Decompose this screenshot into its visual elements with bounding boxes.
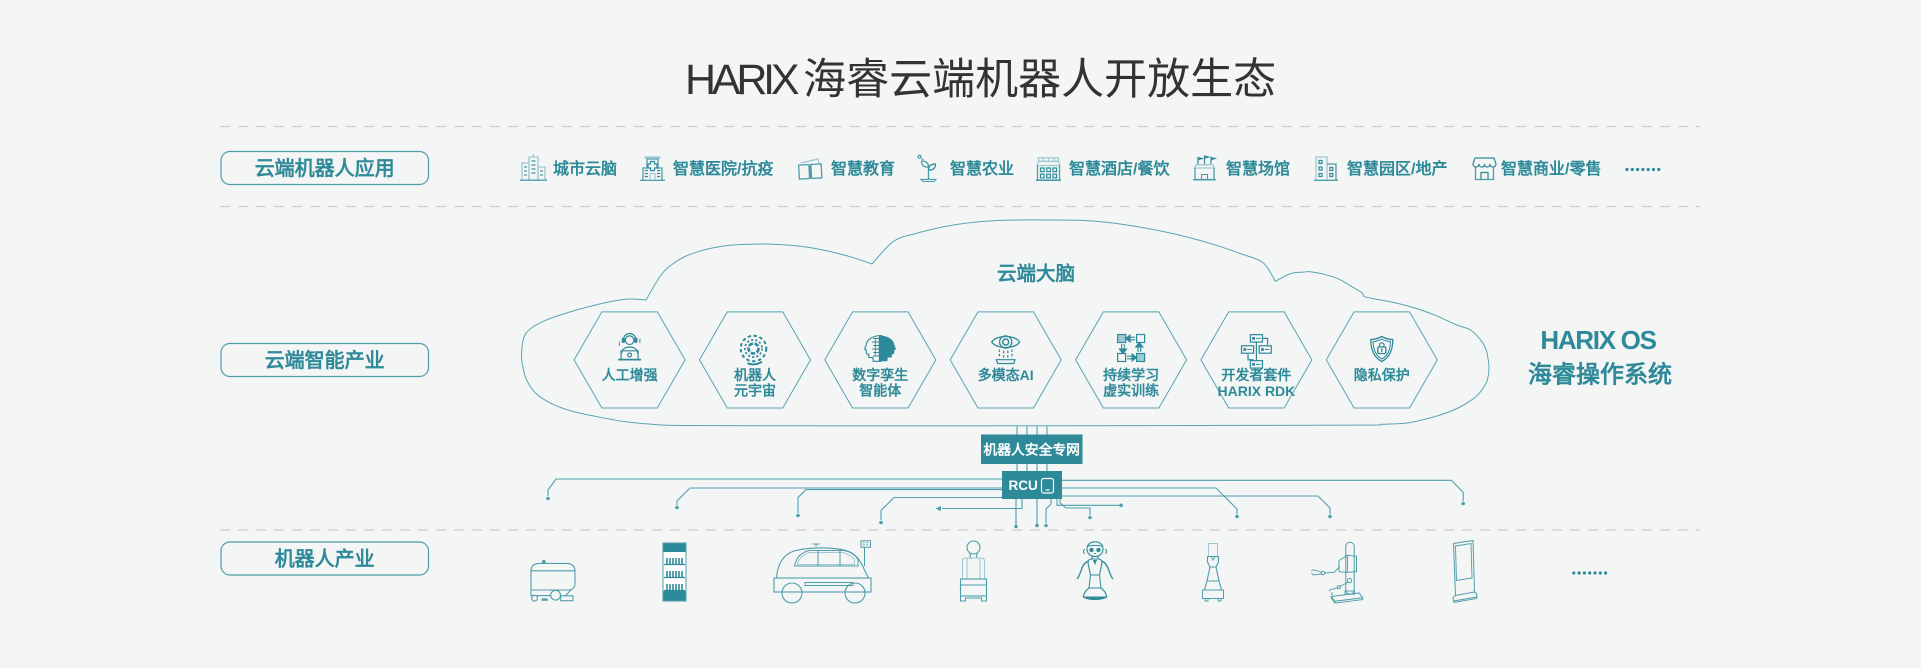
svg-text:持续学习: 持续学习: [1103, 367, 1159, 383]
svg-text:智慧教育: 智慧教育: [831, 159, 895, 178]
svg-text:HARIX OS: HARIX OS: [1540, 325, 1656, 355]
svg-text:云端大脑: 云端大脑: [997, 262, 1075, 285]
svg-text:机器人安全专网: 机器人安全专网: [983, 442, 1080, 458]
svg-text:隐私保护: 隐私保护: [1354, 367, 1410, 383]
svg-text:元宇宙: 元宇宙: [734, 383, 776, 399]
svg-text:机器人产业: 机器人产业: [275, 547, 375, 571]
svg-text:城市云脑: 城市云脑: [553, 159, 617, 178]
svg-text:虚实训练: 虚实训练: [1103, 383, 1159, 399]
svg-text:云端智能产业: 云端智能产业: [265, 348, 385, 372]
svg-text:智慧医院/抗疫: 智慧医院/抗疫: [673, 159, 773, 178]
svg-text:智慧园区/地产: 智慧园区/地产: [1347, 159, 1447, 178]
svg-text:智慧场馆: 智慧场馆: [1226, 159, 1290, 178]
svg-text:人工增强: 人工增强: [602, 367, 658, 383]
svg-text:智慧农业: 智慧农业: [950, 159, 1014, 178]
svg-text:机器人: 机器人: [734, 367, 777, 383]
svg-text:RCU: RCU: [1009, 478, 1038, 493]
svg-text:开发者套件: 开发者套件: [1221, 367, 1291, 383]
svg-text:智慧酒店/餐饮: 智慧酒店/餐饮: [1069, 159, 1170, 178]
svg-text:多模态AI: 多模态AI: [978, 367, 1034, 383]
svg-text:云端机器人应用: 云端机器人应用: [255, 156, 395, 180]
svg-text:数字孪生: 数字孪生: [852, 367, 908, 383]
svg-text:HARIX RDK: HARIX RDK: [1218, 383, 1296, 399]
svg-text:HARIX 海睿云端机器人开放生态: HARIX 海睿云端机器人开放生态: [685, 56, 1276, 104]
svg-text:智慧商业/零售: 智慧商业/零售: [1501, 159, 1601, 178]
svg-text:海睿操作系统: 海睿操作系统: [1528, 361, 1672, 389]
svg-text:智能体: 智能体: [858, 383, 902, 399]
